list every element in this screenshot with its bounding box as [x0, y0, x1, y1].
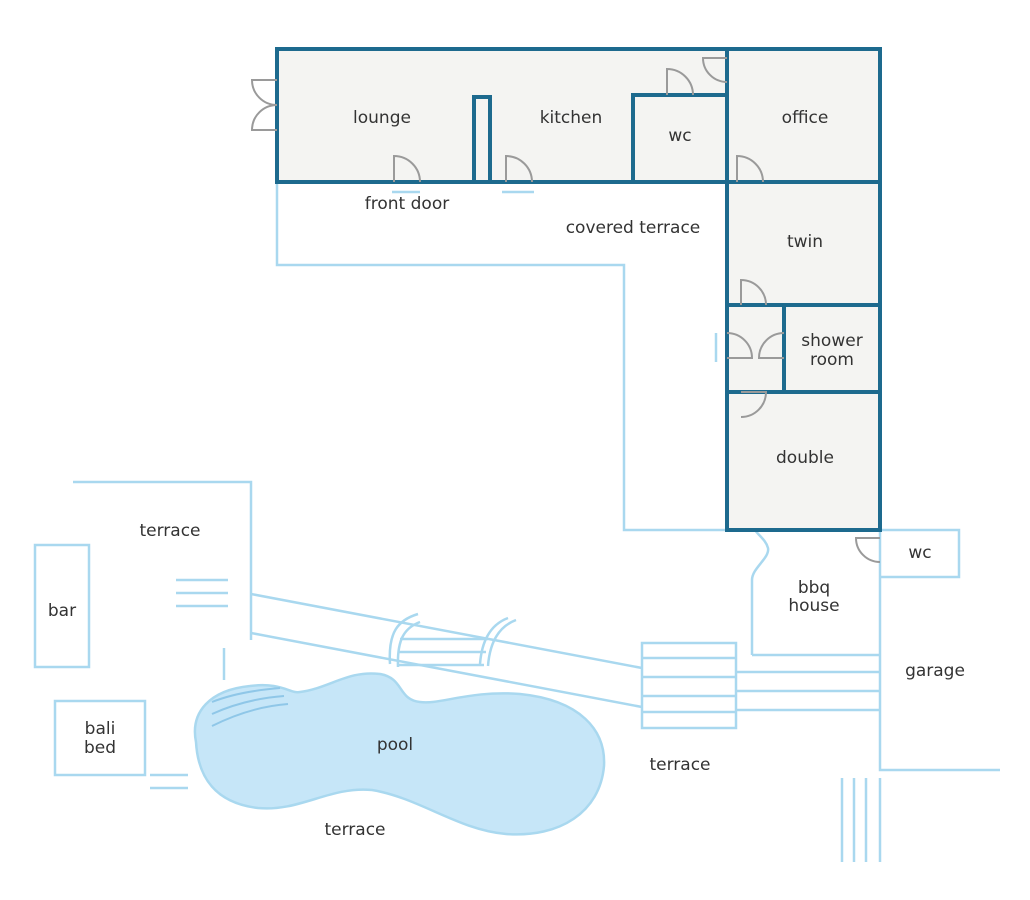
covered-terrace-outline — [275, 182, 727, 532]
wc-door-leaf — [666, 67, 694, 96]
kitchen-label: kitchen — [540, 108, 603, 128]
terrace-top-label: terrace — [139, 521, 200, 541]
front-door-leaf — [393, 154, 421, 183]
bridge-right-arch-inner — [478, 616, 509, 665]
bridge-right-arch — [486, 618, 517, 667]
pool-ripple — [211, 687, 281, 703]
office-door-bottom — [736, 154, 764, 183]
bbq-house-outline — [750, 529, 770, 655]
wc-bbq-door-leaf — [854, 537, 881, 563]
wc-label: wc — [668, 126, 691, 146]
double-door-leaf — [740, 391, 768, 418]
office-label: office — [782, 108, 829, 128]
bbq-house-label-line1: bbq — [798, 578, 830, 598]
walkway-edge-lower — [250, 631, 643, 709]
shower-room-label-line2: room — [810, 350, 854, 370]
office-door-top — [701, 57, 728, 83]
pool-label: pool — [377, 735, 413, 755]
wc-walls — [631, 93, 729, 184]
shower-door-leaf — [757, 332, 785, 359]
steps-frame — [640, 641, 738, 730]
lounge-label: lounge — [353, 108, 411, 128]
covered-terrace-label: covered terrace — [566, 218, 701, 238]
terrace-right-label: terrace — [649, 755, 710, 775]
bali-bed-outline — [53, 699, 147, 777]
pool-ripple — [211, 695, 285, 715]
bridge-left-arch-inner — [396, 620, 421, 668]
bali-bed-label-line1: bali — [85, 719, 116, 739]
double-label: double — [776, 448, 834, 468]
bar-label: bar — [48, 601, 76, 621]
twin-label: twin — [787, 232, 823, 252]
bridge-left-arch — [388, 612, 419, 665]
lounge-side-door — [250, 79, 278, 106]
bbq-house-label-line2: house — [788, 596, 839, 616]
front-door-label: front door — [365, 194, 449, 214]
garage-outline — [878, 530, 1000, 772]
terrace-bottom-label: terrace — [324, 820, 385, 840]
shower-room-label-line1: shower — [801, 331, 862, 351]
twin-door-leaf — [740, 278, 767, 306]
pool-ripple — [211, 703, 289, 727]
corridor-door-leaf — [726, 332, 754, 359]
terrace-top-outline — [73, 480, 253, 640]
wc-bbq-outline — [880, 528, 961, 579]
wc-bbq-label: wc — [908, 543, 931, 563]
lounge-side-door — [250, 104, 278, 131]
bar-outline — [33, 543, 91, 669]
walkway-edge-upper — [250, 592, 643, 670]
kitchen-door-leaf — [505, 154, 533, 183]
office-wing-floor — [727, 49, 880, 530]
lounge-kitchen-floor — [277, 49, 727, 182]
pool-shape — [193, 672, 606, 836]
garage-label: garage — [905, 661, 965, 681]
bali-bed-label-line2: bed — [84, 738, 116, 758]
